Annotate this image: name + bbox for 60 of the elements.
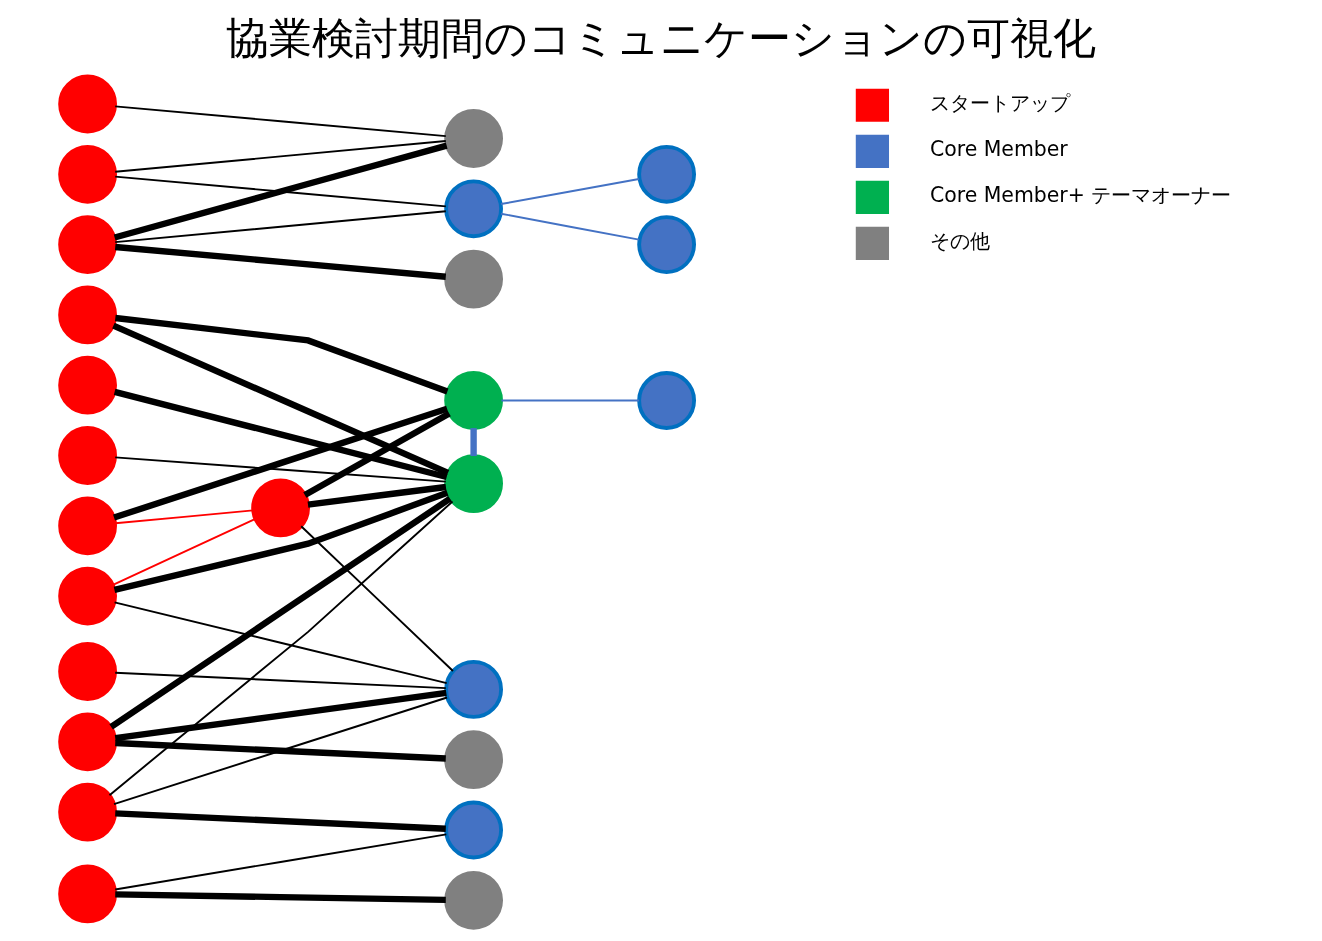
connector [499,212,640,241]
connector [114,243,446,280]
node-circle [57,144,117,204]
node-circle [57,355,117,415]
node-circle [443,179,503,239]
node-circle [443,454,503,513]
connector [114,891,446,904]
node-circle [636,144,696,204]
legend-label: その他 [929,229,990,254]
node-circle [443,660,503,719]
connector [112,405,448,521]
connector [113,489,448,594]
node-circle [443,249,503,309]
node-circle [57,496,117,556]
connector [113,456,447,483]
connector [114,810,446,832]
node-circle [636,215,696,274]
node-circle [57,712,117,772]
connector [108,496,452,730]
node-circle [443,870,503,930]
legend-label: Core Member [929,137,1068,162]
node-circle [443,730,503,790]
node-circle [443,800,503,860]
connector [113,210,447,244]
node-circle [443,109,503,168]
connector [113,601,448,685]
connector [113,509,254,525]
node-circle [57,215,117,274]
node-circle [636,371,696,430]
diagram-title: 協業検討期間のコミュニケーションの可視化 [226,13,1096,64]
node-circle [57,864,117,924]
connector [302,410,451,498]
connector [108,500,453,797]
connector [114,314,448,395]
node-circle [57,426,117,485]
connector [113,833,447,891]
node-circle [57,285,117,345]
connector [113,105,447,138]
connector [114,689,447,742]
connector [111,322,449,476]
node-circle [57,74,117,134]
connector [112,696,448,805]
connector [307,483,446,508]
connector [113,671,447,690]
node-circle [250,478,310,538]
connector [111,518,256,586]
connector [499,178,640,205]
node-circle [57,566,117,626]
node-circle [57,642,117,701]
connector [113,140,447,173]
connector [299,525,454,672]
node-circle [443,371,503,430]
connector [113,142,448,241]
node-circle [57,782,117,842]
connector [114,739,446,762]
legend-label: Core Member+ テーマオーナー [929,183,1231,208]
legend-label: スタートアップ [929,91,1070,116]
connector [113,388,447,481]
connector [113,175,447,208]
connector [499,399,640,402]
